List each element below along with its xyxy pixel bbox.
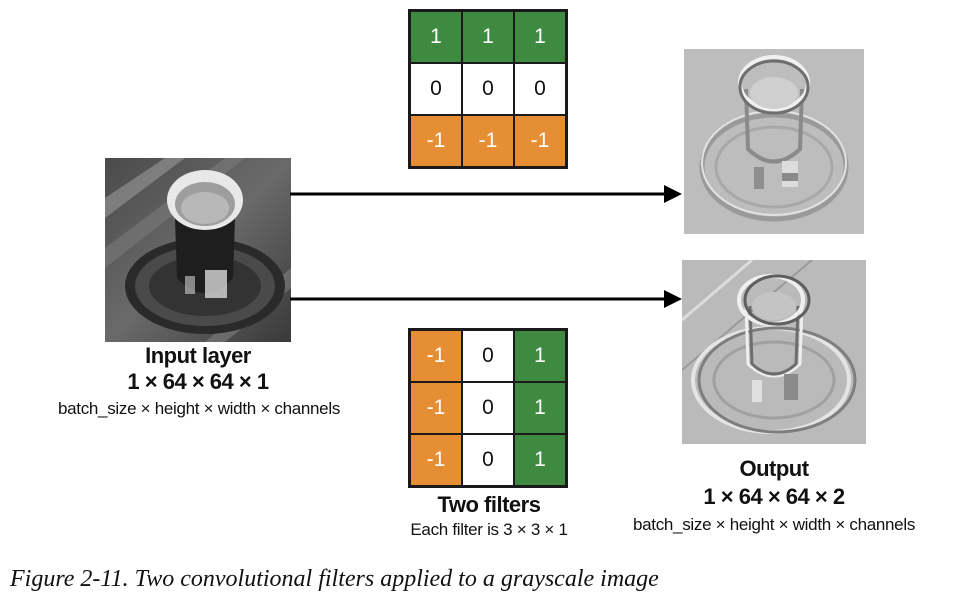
horizontal-edge-map-image <box>684 49 864 234</box>
output-dims: 1 × 64 × 64 × 2 <box>703 484 845 509</box>
filter-bottom-cell: 0 <box>462 330 514 382</box>
output-image-1 <box>684 49 864 234</box>
filter-top-cell: 0 <box>462 63 514 115</box>
filter-top-cell: 1 <box>462 11 514 63</box>
filter-top-cell: -1 <box>410 115 462 167</box>
filter-bottom-cell: 1 <box>514 382 566 434</box>
filters-sublabel: Each filter is 3 × 3 × 1 <box>410 520 568 539</box>
filter-top-cell: -1 <box>462 115 514 167</box>
input-layer-dims: 1 × 64 × 64 × 1 <box>127 369 269 394</box>
arrow-top <box>290 185 682 203</box>
filter-bottom-cell: -1 <box>410 382 462 434</box>
vertical-edge-map-image <box>682 260 866 444</box>
output-title: Output <box>739 456 809 481</box>
input-layer-title: Input layer <box>145 343 251 368</box>
filters-title: Two filters <box>437 492 541 517</box>
filter-bottom-cell: -1 <box>410 330 462 382</box>
output-legend: batch_size × height × width × channels <box>632 515 916 534</box>
filter-bottom-cell: 1 <box>514 330 566 382</box>
input-layer-legend: batch_size × height × width × channels <box>57 399 341 418</box>
filter-bottom-cell: -1 <box>410 434 462 486</box>
filter-bottom-cell: 0 <box>462 382 514 434</box>
filter-bottom-cell: 1 <box>514 434 566 486</box>
filter-top-cell: 0 <box>514 63 566 115</box>
figure-caption: Figure 2-11. Two convolutional filters a… <box>10 566 659 592</box>
filter-top-cell: 1 <box>514 11 566 63</box>
filter-bottom-cell: 0 <box>462 434 514 486</box>
filter-top-cell: -1 <box>514 115 566 167</box>
arrow-bottom <box>290 290 682 308</box>
filter-top-cell: 0 <box>410 63 462 115</box>
input-image <box>105 158 291 342</box>
coffee-cup-grayscale-image <box>105 158 291 342</box>
output-image-2 <box>682 260 866 444</box>
filter-top-cell: 1 <box>410 11 462 63</box>
